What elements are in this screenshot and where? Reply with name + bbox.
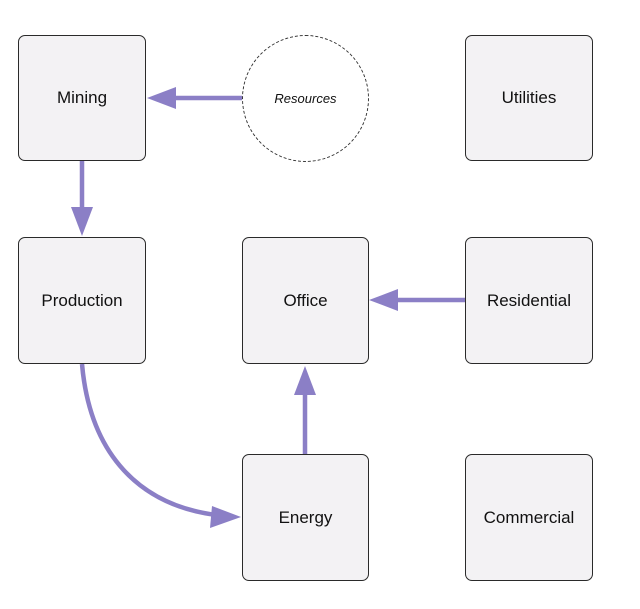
node-utilities[interactable]: Utilities [465, 35, 593, 161]
arrowhead-office-right [369, 289, 398, 311]
arrowhead-production [71, 207, 93, 236]
arrowhead-mining [147, 87, 176, 109]
node-office[interactable]: Office [242, 237, 369, 364]
node-energy[interactable]: Energy [242, 454, 369, 581]
node-production[interactable]: Production [18, 237, 146, 364]
node-commercial[interactable]: Commercial [465, 454, 593, 581]
arrowhead-energy [210, 506, 241, 528]
node-residential[interactable]: Residential [465, 237, 593, 364]
node-resources[interactable]: Resources [242, 35, 369, 162]
arrowhead-office-bottom [294, 366, 316, 395]
edge-production-to-energy [79, 363, 217, 518]
node-mining[interactable]: Mining [18, 35, 146, 161]
